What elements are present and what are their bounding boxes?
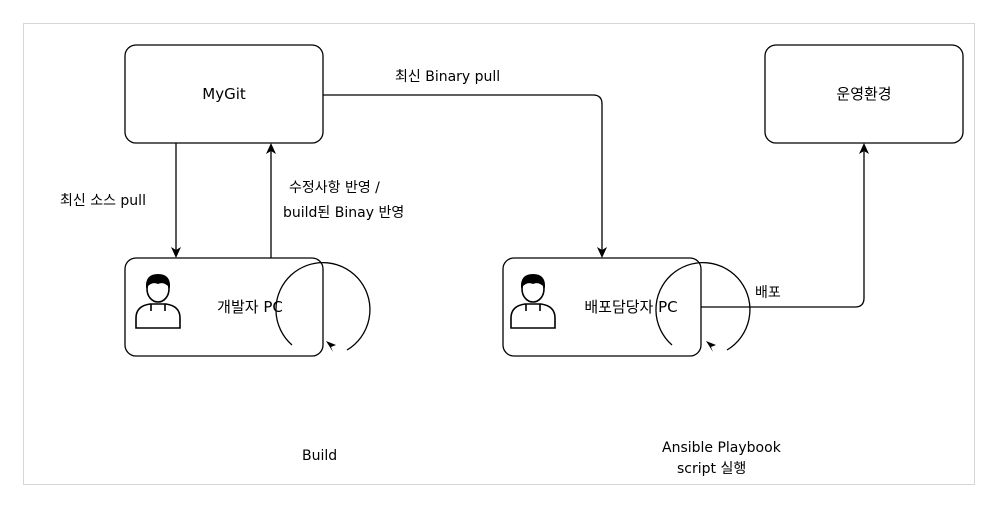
reflect-changes-label-line2: build된 Binay 반영: [283, 205, 404, 221]
binary-pull-label: 최신 Binary pull: [395, 69, 500, 85]
dev-pc-node: [124, 257, 324, 357]
ansible-label-line1: Ansible Playbook: [662, 440, 782, 456]
deploy-label: 배포: [755, 285, 781, 301]
ansible-label-line2: script 실행: [677, 461, 746, 477]
mygit-node: [124, 44, 324, 144]
prod-env-label: 운영환경: [836, 85, 891, 103]
arrowhead: [266, 143, 276, 154]
arrowhead: [171, 247, 181, 258]
build-label: Build: [302, 448, 337, 464]
reflect-changes-label-line1: 수정사항 반영 /: [289, 180, 380, 196]
ansible-loop-arrow: [655, 261, 751, 351]
build-loop-arrow: [275, 261, 371, 351]
mygit-label: MyGit: [202, 85, 246, 103]
deploy-pc-label: 배포담당자 PC: [584, 298, 677, 316]
source-pull-label: 최신 소스 pull: [60, 193, 146, 209]
arrowhead: [597, 247, 607, 258]
deploy-arrow: [701, 151, 865, 308]
dev-pc-label: 개발자 PC: [217, 298, 283, 316]
user-icon: [510, 274, 556, 329]
arrowhead: [326, 341, 336, 352]
arrowhead: [859, 143, 869, 154]
user-icon: [135, 274, 181, 329]
arrowhead: [706, 341, 716, 352]
binary-pull-arrow: [323, 94, 603, 250]
